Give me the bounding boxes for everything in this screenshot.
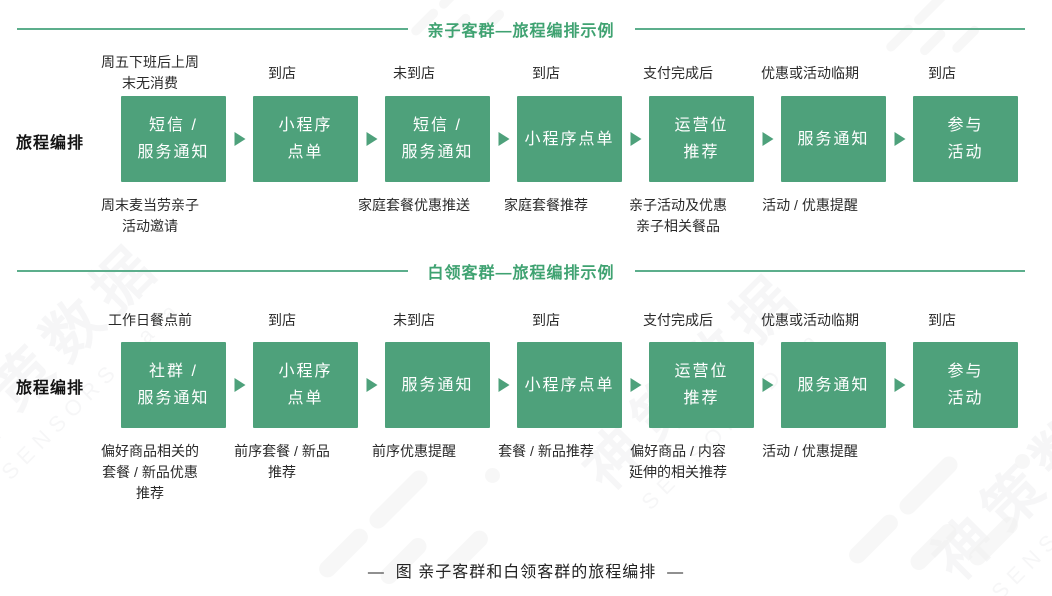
flow-step: 工作日餐点前 社群 / 服务通知 偏好商品相关的 套餐 / 新品优惠 推荐 <box>101 298 226 504</box>
section-title-whitecollar: 白领客群—旅程编排示例 <box>17 259 1026 283</box>
flow-step-box: 短信 / 服务通知 <box>385 96 490 182</box>
content-label: 前序优惠提醒 <box>372 443 456 459</box>
arrow-cell <box>754 298 781 504</box>
arrow-right-icon <box>498 132 509 146</box>
arrow-right-icon <box>630 378 641 392</box>
journey-flow-whitecollar: 工作日餐点前 社群 / 服务通知 偏好商品相关的 套餐 / 新品优惠 推荐 到店… <box>101 298 1018 504</box>
title-divider-line <box>634 28 1026 30</box>
section-title-family: 亲子客群—旅程编排示例 <box>17 17 1026 41</box>
title-divider-line <box>634 270 1026 272</box>
section-title-text: 白领客群—旅程编排示例 <box>427 265 615 282</box>
flow-step-box: 小程序点单 <box>517 342 622 428</box>
arrow-cell <box>490 50 517 237</box>
flow-step-box: 运营位 推荐 <box>649 342 754 428</box>
flow-step: 到店 小程序点单 套餐 / 新品推荐 <box>498 298 622 462</box>
arrow-cell <box>490 298 517 504</box>
arrow-right-icon <box>498 378 509 392</box>
flow-step: 支付完成后 运营位 推荐 亲子活动及优惠 亲子相关餐品 <box>629 50 754 237</box>
flow-step: 周五下班后上周 末无消费 短信 / 服务通知 周末麦当劳亲子 活动邀请 <box>101 50 226 237</box>
arrow-cell <box>358 298 385 504</box>
row-label-journey-2: 旅程编排 <box>16 380 85 397</box>
arrow-cell <box>226 298 253 504</box>
row-label-journey-1: 旅程编排 <box>16 135 85 152</box>
arrow-cell <box>886 50 913 237</box>
content-label: 家庭套餐优惠推送 <box>358 197 470 213</box>
flow-step: 支付完成后 运营位 推荐 偏好商品 / 内容 延伸的相关推荐 <box>629 298 754 483</box>
flow-step: 到店 小程序 点单 前序套餐 / 新品 推荐 <box>234 298 358 483</box>
title-divider-line <box>17 28 408 30</box>
trigger-label: 周五下班后上周 末无消费 <box>101 54 199 91</box>
trigger-label: 支付完成后 <box>643 311 713 328</box>
arrow-right-icon <box>894 132 905 146</box>
trigger-label: 未到店 <box>393 311 435 328</box>
flow-step-box: 运营位 推荐 <box>649 96 754 182</box>
arrow-cell <box>358 50 385 237</box>
flow-step-box: 社群 / 服务通知 <box>121 342 226 428</box>
arrow-right-icon <box>366 132 377 146</box>
flow-step: 到店 小程序点单 家庭套餐推荐 <box>504 50 622 216</box>
trigger-label: 优惠或活动临期 <box>761 64 859 81</box>
content-label: 家庭套餐推荐 <box>504 197 588 213</box>
figure-caption: — 图 亲子客群和白领客群的旅程编排 — <box>367 564 685 581</box>
flow-step-box: 服务通知 <box>385 342 490 428</box>
flow-step: 到店 参与 活动 <box>913 50 1018 195</box>
content-label: 前序套餐 / 新品 推荐 <box>234 443 330 480</box>
arrow-cell <box>226 50 253 237</box>
flow-step-box: 小程序 点单 <box>253 96 358 182</box>
flow-step: 到店 小程序 点单 <box>253 50 358 195</box>
arrow-right-icon <box>630 132 641 146</box>
flow-step: 未到店 服务通知 前序优惠提醒 <box>372 298 490 462</box>
trigger-label: 优惠或活动临期 <box>761 311 859 328</box>
content-label: 亲子活动及优惠 亲子相关餐品 <box>629 197 727 234</box>
flow-step: 到店 参与 活动 <box>913 298 1018 441</box>
arrow-right-icon <box>366 378 377 392</box>
trigger-label: 到店 <box>928 311 956 328</box>
flow-step-box: 服务通知 <box>781 96 886 182</box>
trigger-label: 到店 <box>532 64 560 81</box>
flow-step-box: 参与 活动 <box>913 96 1018 182</box>
trigger-label: 未到店 <box>393 64 435 81</box>
trigger-label: 到店 <box>268 311 296 328</box>
flow-step-box: 小程序 点单 <box>253 342 358 428</box>
content-label: 活动 / 优惠提醒 <box>762 197 858 213</box>
arrow-right-icon <box>762 378 773 392</box>
content-label: 套餐 / 新品推荐 <box>498 443 594 459</box>
title-divider-line <box>17 270 408 272</box>
trigger-label: 到店 <box>928 64 956 81</box>
flow-step-box: 小程序点单 <box>517 96 622 182</box>
trigger-label: 到店 <box>532 311 560 328</box>
arrow-cell <box>622 50 649 237</box>
arrow-cell <box>622 298 649 504</box>
content-label: 活动 / 优惠提醒 <box>762 443 858 459</box>
content-label: 偏好商品 / 内容 延伸的相关推荐 <box>629 443 727 480</box>
content-label: 周末麦当劳亲子 活动邀请 <box>101 197 199 234</box>
trigger-label: 支付完成后 <box>643 64 713 81</box>
section-title-text: 亲子客群—旅程编排示例 <box>427 23 615 40</box>
flow-step-box: 参与 活动 <box>913 342 1018 428</box>
journey-flow-family: 周五下班后上周 末无消费 短信 / 服务通知 周末麦当劳亲子 活动邀请 到店 小… <box>101 50 1018 237</box>
arrow-right-icon <box>762 132 773 146</box>
arrow-right-icon <box>234 378 245 392</box>
flow-step: 优惠或活动临期 服务通知 活动 / 优惠提醒 <box>761 50 886 216</box>
trigger-label: 到店 <box>268 64 296 81</box>
arrow-cell <box>886 298 913 504</box>
content-label: 偏好商品相关的 套餐 / 新品优惠 推荐 <box>101 443 199 501</box>
arrow-right-icon <box>894 378 905 392</box>
arrow-right-icon <box>234 132 245 146</box>
flow-step: 未到店 短信 / 服务通知 家庭套餐优惠推送 <box>358 50 490 216</box>
flow-step-box: 短信 / 服务通知 <box>121 96 226 182</box>
flow-step: 优惠或活动临期 服务通知 活动 / 优惠提醒 <box>761 298 886 462</box>
arrow-cell <box>754 50 781 237</box>
trigger-label: 工作日餐点前 <box>108 311 192 328</box>
flow-step-box: 服务通知 <box>781 342 886 428</box>
